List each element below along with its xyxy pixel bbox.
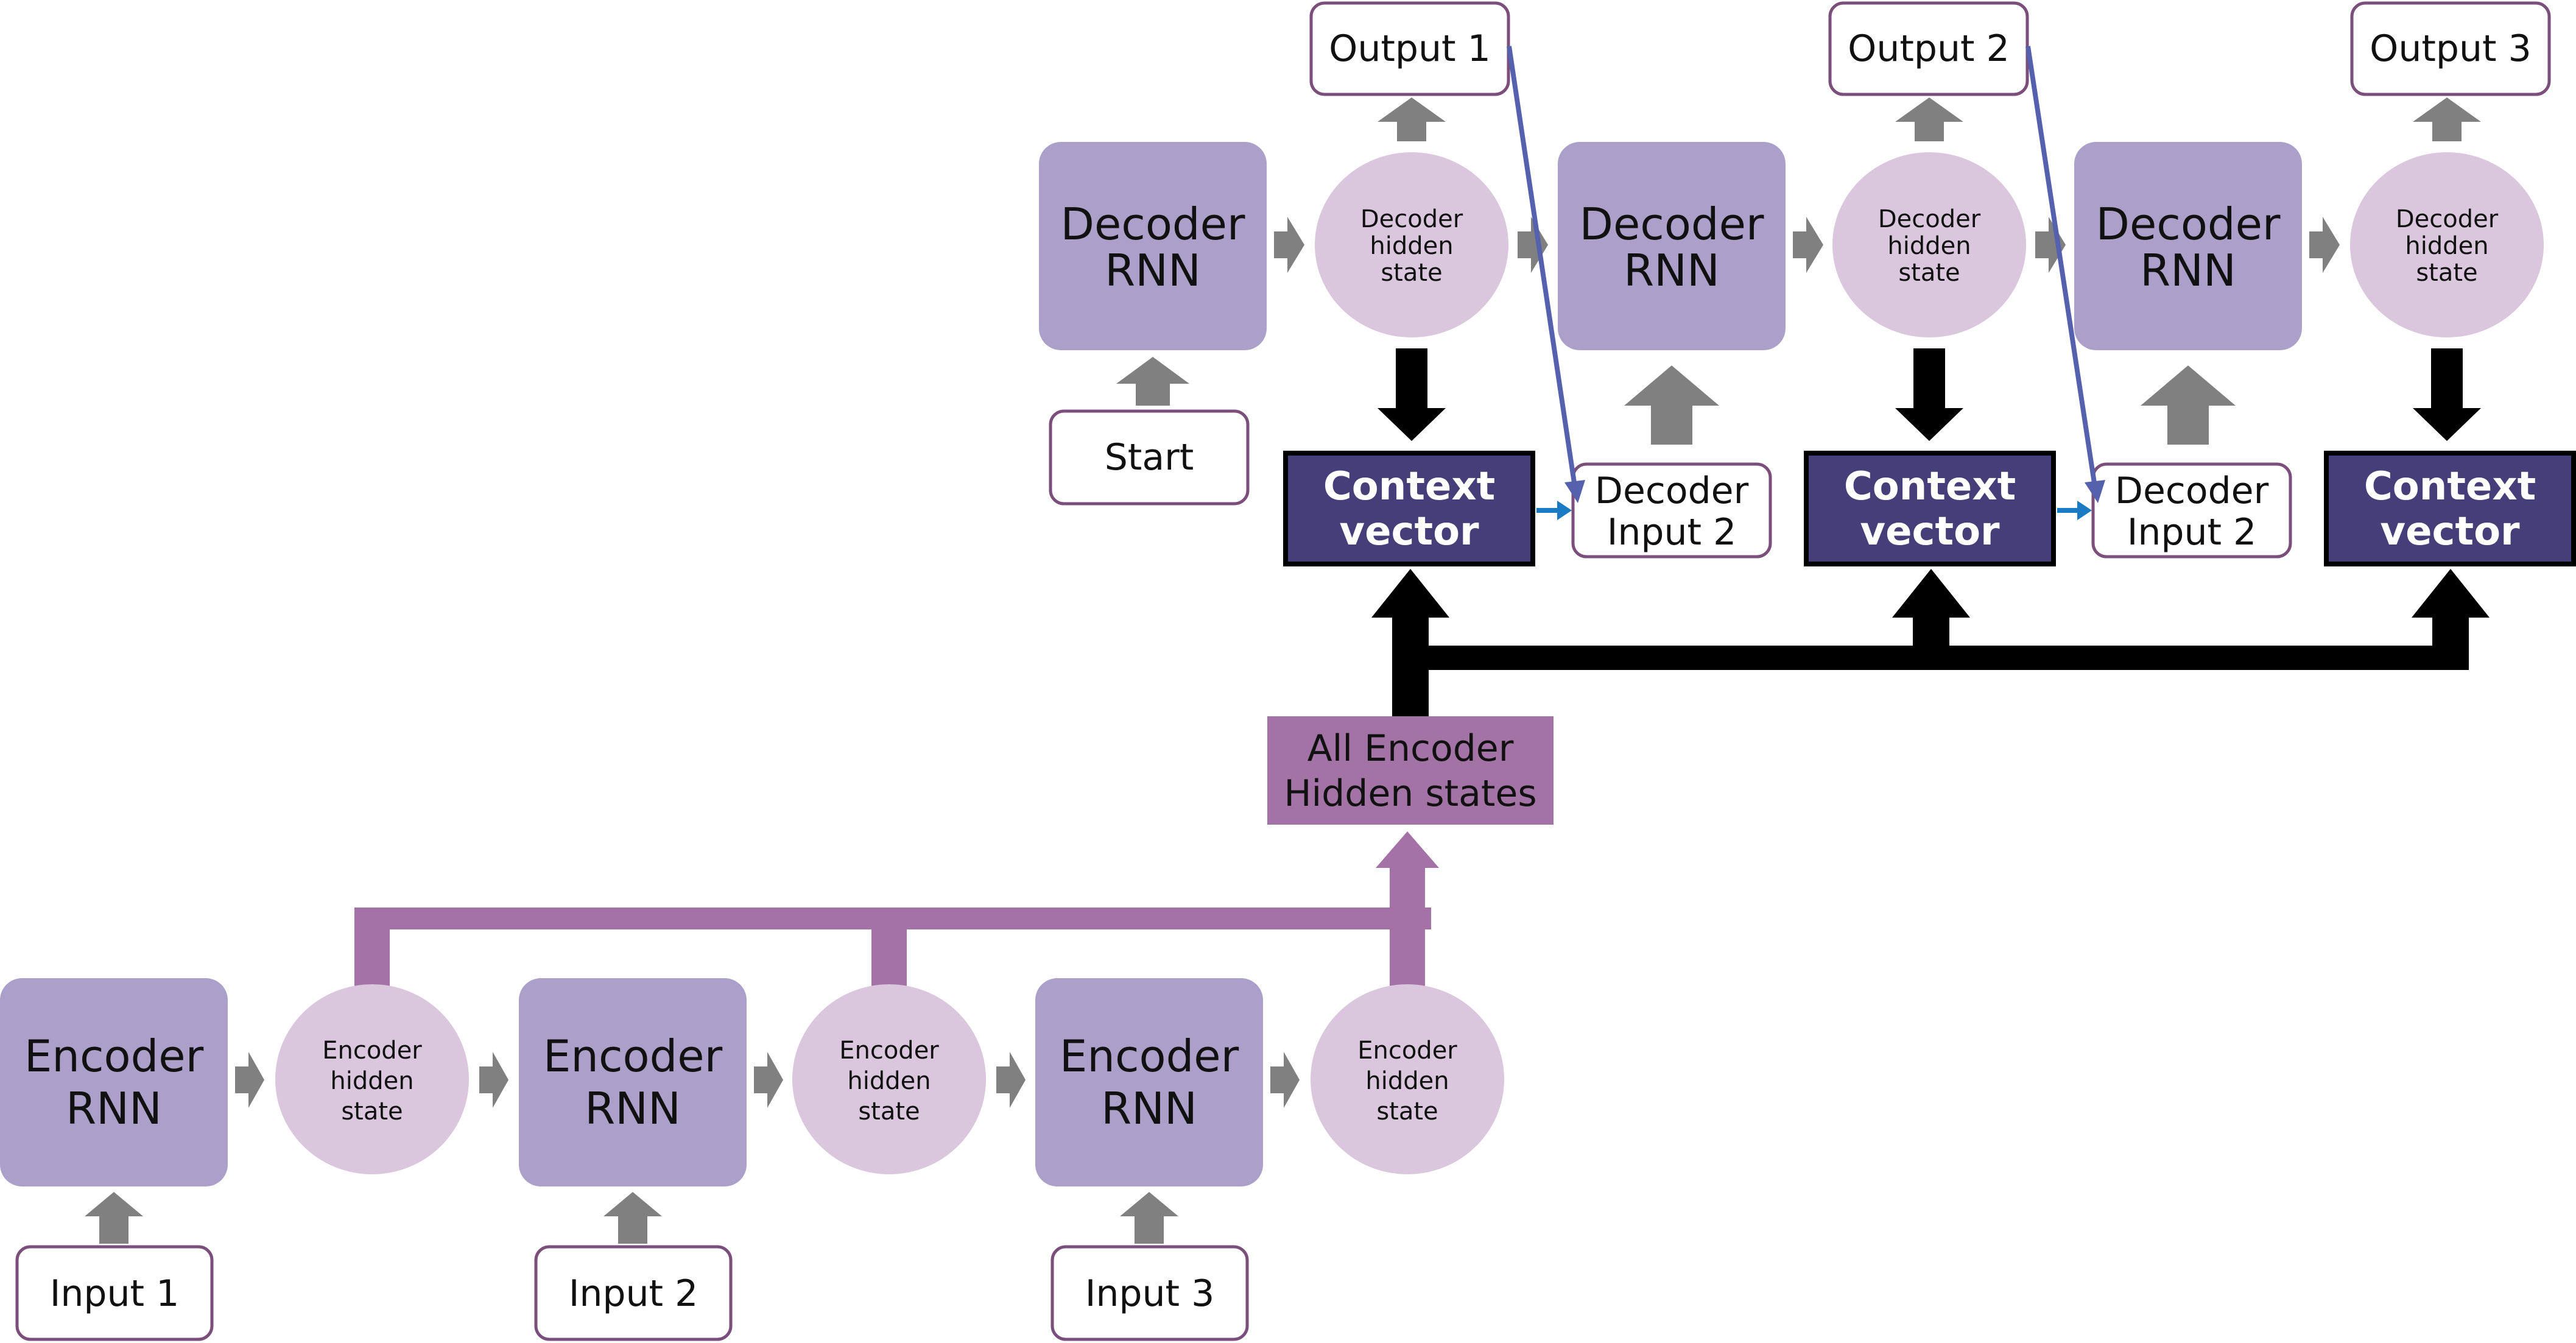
output-feedback-arrowhead-1	[1564, 480, 1585, 503]
decoder-output-label-2: Output 2	[1848, 27, 2010, 70]
connector-layer	[235, 217, 2490, 1108]
encoder-input-arrow-2	[604, 1192, 662, 1244]
decoder-output-arrow-3	[2413, 97, 2481, 141]
decoder-rnn-to-state-arrow-2	[1793, 217, 1823, 273]
encoder-state-to-rnn-arrow-1	[479, 1052, 509, 1108]
context-feed-arrow-3	[2412, 569, 2490, 664]
decoder-output-arrow-2	[1895, 97, 1963, 141]
state-to-context-arrow-2	[1895, 348, 1963, 441]
encoder-bus-arrow-up	[1376, 831, 1439, 990]
encoder-rnn-to-state-arrow-1	[235, 1052, 264, 1108]
output-feedback-arrowhead-2	[2085, 480, 2105, 503]
decoder-output-arrow-1	[1378, 97, 1446, 141]
encoder-state-to-rnn-arrow-2	[996, 1052, 1026, 1108]
encoder-rnn-block-1	[0, 978, 228, 1186]
decoder-step-input-box-2	[2091, 462, 2292, 559]
encoder-hidden-state-1	[275, 984, 469, 1174]
decoder-state-to-rnn-arrow-1	[1518, 217, 1548, 273]
encoder-input-label-1: Input 1	[50, 1272, 180, 1315]
encoder-bus-drop-1	[354, 908, 390, 987]
encoder-hidden-state-2	[792, 984, 986, 1174]
encoder-input-arrow-1	[85, 1192, 143, 1244]
decoder-rnn-block-1	[1039, 142, 1267, 350]
encoder-input-box-3	[1050, 1245, 1249, 1341]
decoder-rnn-to-state-arrow-1	[1274, 217, 1304, 273]
encoder-input-arrow-3	[1120, 1192, 1178, 1244]
state-to-context-arrow-3	[2413, 348, 2481, 441]
decoder-start-box	[1049, 409, 1250, 506]
encoder-rnn-block-2	[519, 978, 747, 1186]
encoder-bus-drop-2	[871, 908, 907, 987]
output-feedback-line-1	[1507, 46, 1578, 492]
encoder-input-label-3: Input 3	[1085, 1272, 1215, 1315]
state-to-context-arrow-1	[1378, 348, 1446, 441]
decoder-start-label: Start	[1105, 436, 1194, 479]
step-input-to-decoder-arrow-2	[2141, 365, 2236, 445]
context-vector-box-1	[1283, 451, 1535, 566]
decoder-output-label-1: Output 1	[1329, 27, 1491, 70]
context-vector-box-3	[2324, 451, 2576, 566]
encoder-rnn-block-3	[1035, 978, 1263, 1186]
decoder-rnn-block-2	[1558, 142, 1786, 350]
context-to-input-arrowhead-1	[1557, 501, 1572, 520]
decoder-step-input-box-1	[1571, 462, 1772, 559]
decoder-rnn-to-state-arrow-3	[2309, 217, 2340, 273]
step-input-to-decoder-arrow-1	[1624, 365, 1719, 445]
all-encoder-states-box	[1267, 716, 1554, 825]
context-feed-arrow-1	[1371, 569, 1449, 664]
decoder-hidden-state-1	[1315, 152, 1508, 337]
encoder-rnn-to-state-arrow-3	[1270, 1052, 1300, 1108]
encoder-rnn-to-state-arrow-2	[754, 1052, 783, 1108]
decoder-output-label-3: Output 3	[2370, 27, 2532, 70]
encoder-input-box-1	[15, 1245, 214, 1341]
decoder-rnn-block-3	[2074, 142, 2302, 350]
encoder-hidden-state-3	[1311, 984, 1504, 1174]
context-vector-box-2	[1804, 451, 2056, 566]
decoder-hidden-state-2	[1832, 152, 2026, 337]
encoder-input-label-2: Input 2	[569, 1272, 699, 1315]
encoder-input-box-2	[534, 1245, 733, 1341]
start-to-decoder-arrow	[1116, 357, 1189, 406]
decoder-state-to-rnn-arrow-2	[2035, 217, 2066, 273]
context-to-input-arrowhead-2	[2077, 501, 2092, 520]
decoder-hidden-state-3	[2350, 152, 2544, 337]
decoder-output-box-3	[2350, 1, 2551, 96]
output-feedback-line-2	[2025, 46, 2098, 492]
context-feed-arrow-2	[1892, 569, 1970, 664]
